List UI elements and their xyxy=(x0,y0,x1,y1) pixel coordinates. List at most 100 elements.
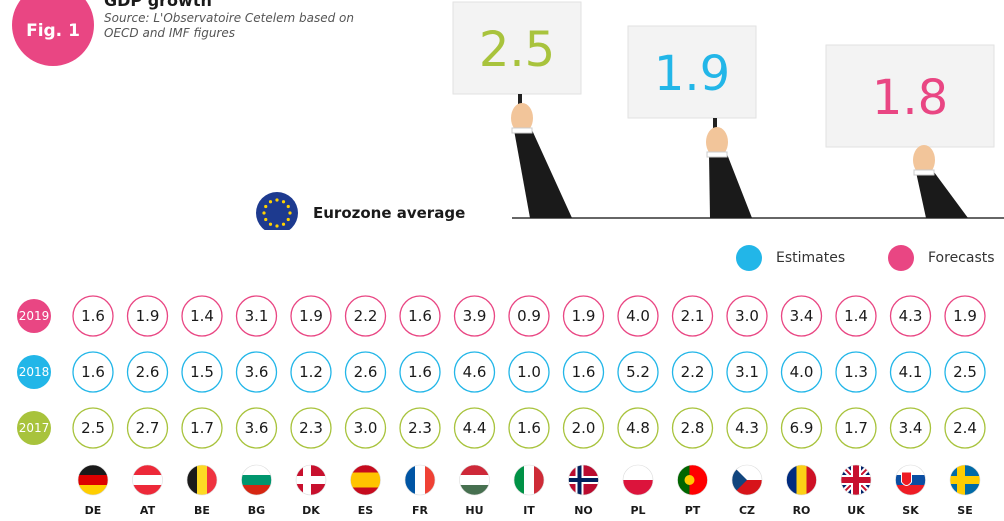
eurozone-illustration: 2.5 1.9 1.8 xyxy=(256,1,1004,230)
flag-dk-icon xyxy=(295,464,327,496)
value-label: 3.1 xyxy=(245,307,269,325)
value-label: 4.0 xyxy=(790,363,814,381)
value-circle xyxy=(399,407,441,449)
value-circle xyxy=(453,407,496,449)
value-label: 3.4 xyxy=(899,419,923,437)
value-circle xyxy=(562,295,605,337)
eurozone-sign-0: 2.5 xyxy=(452,1,582,218)
flag-cz-icon xyxy=(731,464,763,496)
value-label: 2.4 xyxy=(953,419,977,437)
country-code: FR xyxy=(412,504,429,517)
country-code: ES xyxy=(358,504,374,517)
value-circle xyxy=(780,295,823,337)
value-circle xyxy=(181,407,223,449)
value-label: 1.9 xyxy=(572,307,596,325)
eurozone-sign-1: 1.9 xyxy=(627,25,757,218)
value-label: 2.6 xyxy=(354,363,378,381)
legend-estimates-swatch xyxy=(736,245,762,271)
value-label: 1.7 xyxy=(844,419,868,437)
value-circle xyxy=(344,295,387,337)
value-circle xyxy=(671,407,714,449)
value-label: 0.9 xyxy=(517,307,541,325)
country-code: BE xyxy=(194,504,210,517)
value-label: 3.6 xyxy=(245,419,269,437)
value-circle xyxy=(126,295,169,337)
value-circle xyxy=(508,295,550,337)
chart-source: Source: L'Observatoire Cetelem based on … xyxy=(104,11,354,40)
value-circle xyxy=(181,295,223,337)
flag-se-icon xyxy=(949,464,981,496)
value-label: 3.6 xyxy=(245,363,269,381)
country-code: SK xyxy=(902,504,919,517)
year-label-2018: 2018 xyxy=(17,355,51,389)
eurozone-sign-value: 1.8 xyxy=(872,70,948,126)
country-code: PL xyxy=(630,504,645,517)
value-label: 1.6 xyxy=(81,307,105,325)
value-label: 1.6 xyxy=(408,363,432,381)
value-circle xyxy=(562,351,605,393)
flag-es-icon xyxy=(350,464,381,496)
value-label: 1.7 xyxy=(190,419,214,437)
legend-forecasts: Forecasts xyxy=(888,245,995,271)
flag-fr-icon xyxy=(404,464,436,496)
country-code: AT xyxy=(140,504,156,517)
value-circle xyxy=(562,407,605,449)
value-circle xyxy=(453,295,496,337)
value-circle xyxy=(617,295,659,337)
value-circle xyxy=(344,407,387,449)
country-code: IT xyxy=(523,504,535,517)
value-circle xyxy=(235,407,278,449)
value-label: 4.0 xyxy=(626,307,650,325)
value-label: 1.9 xyxy=(953,307,977,325)
value-label: 3.0 xyxy=(735,307,759,325)
value-label: 1.6 xyxy=(408,307,432,325)
value-label: 1.9 xyxy=(299,307,323,325)
value-label: 5.2 xyxy=(626,363,650,381)
flag-de-icon xyxy=(77,464,109,496)
value-circle xyxy=(780,351,823,393)
value-circle xyxy=(344,351,387,393)
value-circle xyxy=(235,351,278,393)
value-circle xyxy=(617,407,659,449)
value-label: 2.8 xyxy=(681,419,705,437)
value-label: 2.3 xyxy=(408,419,432,437)
value-label: 4.3 xyxy=(899,307,923,325)
value-circle xyxy=(399,351,441,393)
country-code: DK xyxy=(302,504,320,517)
country-code: NO xyxy=(574,504,593,517)
value-circle xyxy=(726,407,768,449)
value-circle xyxy=(399,295,441,337)
country-code: HU xyxy=(465,504,483,517)
value-label: 1.6 xyxy=(81,363,105,381)
country-code: BG xyxy=(248,504,265,517)
value-circle xyxy=(181,351,223,393)
value-circle xyxy=(72,351,114,393)
legend-estimates-label: Estimates xyxy=(776,250,846,266)
value-label: 1.0 xyxy=(517,363,541,381)
value-circle xyxy=(72,295,114,337)
value-circle xyxy=(72,407,114,449)
value-label: 1.2 xyxy=(299,363,323,381)
flag-at-icon xyxy=(132,464,163,496)
figure-badge-label: Fig. 1 xyxy=(26,21,80,41)
flag-pt-icon xyxy=(677,464,708,496)
value-circle xyxy=(835,351,877,393)
value-label: 4.6 xyxy=(463,363,487,381)
country-code: PT xyxy=(685,504,701,517)
value-circle xyxy=(944,295,986,337)
value-circle xyxy=(835,407,877,449)
value-label: 6.9 xyxy=(790,419,814,437)
year-label-text: 2017 xyxy=(19,421,50,435)
eurozone-sign-2: 1.8 xyxy=(825,44,995,218)
value-circle xyxy=(453,351,496,393)
value-circle xyxy=(126,407,169,449)
flag-no-icon xyxy=(568,464,599,496)
year-label-text: 2018 xyxy=(19,365,50,379)
value-label: 1.5 xyxy=(190,363,214,381)
eurozone-average-label: Eurozone average xyxy=(313,204,466,222)
value-label: 2.1 xyxy=(681,307,705,325)
legend-forecasts-swatch xyxy=(888,245,914,271)
value-label: 2.2 xyxy=(681,363,705,381)
flag-ro-icon xyxy=(786,464,817,496)
